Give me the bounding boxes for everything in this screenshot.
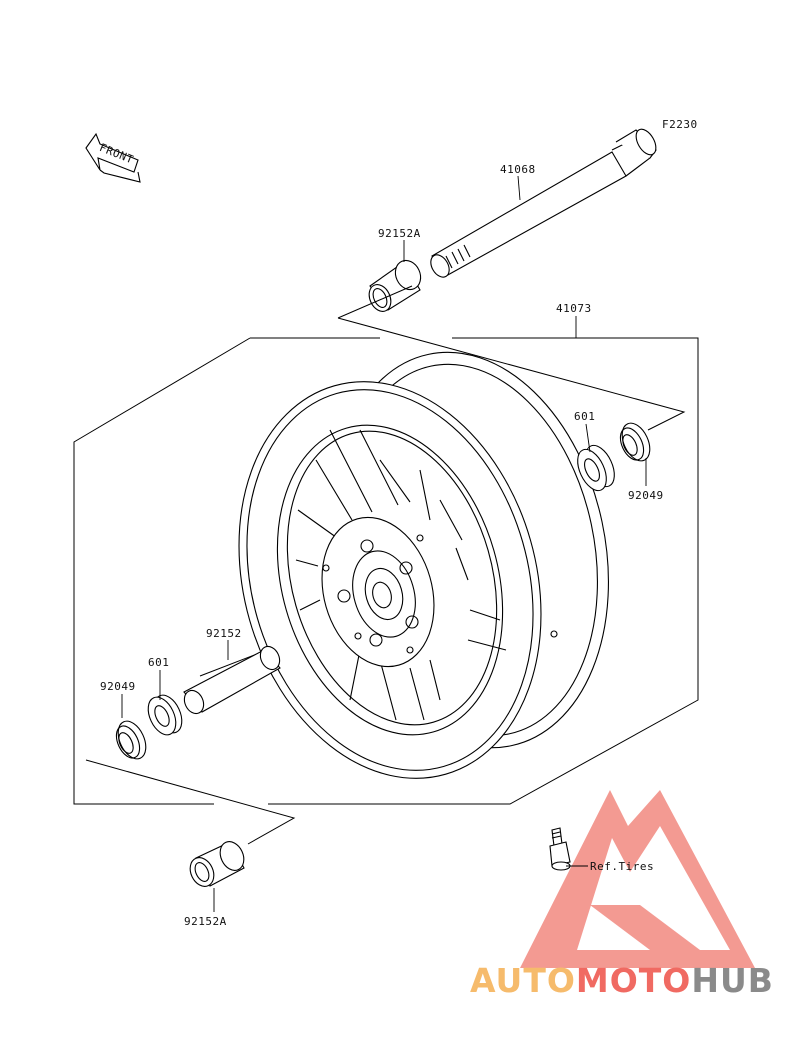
label-601-right: 601 xyxy=(574,410,595,423)
watermark-word-1: AUTO xyxy=(470,961,576,1000)
seal-92049-left xyxy=(115,720,147,760)
leader-lines xyxy=(121,175,647,912)
watermark-logo: AUTOMOTOHUB xyxy=(470,790,774,1000)
label-ref-tires: Ref.Tires xyxy=(590,860,654,873)
collar-92152A-bottom xyxy=(189,841,245,887)
watermark-triangle-outer xyxy=(520,790,755,968)
collar-92152A-top xyxy=(368,259,422,312)
collar-92152-center xyxy=(183,645,281,715)
front-arrow-icon: FRONT xyxy=(85,132,141,183)
figure-code: F2230 xyxy=(662,118,698,131)
label-92152-center: 92152 xyxy=(206,627,242,640)
label-92152A-top: 92152A xyxy=(378,227,421,240)
seal-92049-right xyxy=(619,422,651,462)
label-92049-right: 92049 xyxy=(628,489,664,502)
label-41068: 41068 xyxy=(500,163,536,176)
watermark-word-2: MOTO xyxy=(576,961,691,1000)
label-92049-left: 92049 xyxy=(100,680,136,693)
watermark-text: AUTOMOTOHUB xyxy=(470,961,774,1000)
bearing-601-left xyxy=(147,694,183,736)
label-92152A-bottom: 92152A xyxy=(184,915,227,928)
wheel-41073 xyxy=(238,351,609,779)
front-arrow-label: FRONT xyxy=(98,141,136,166)
valve-stem-icon xyxy=(549,827,571,871)
watermark-chevron xyxy=(590,905,700,950)
label-41073: 41073 xyxy=(556,302,592,315)
axle-41068 xyxy=(430,128,657,278)
part-labels: F2230 41068 92152A 41073 601 92049 92152… xyxy=(100,118,698,928)
bearing-601-right xyxy=(577,444,615,492)
label-601-left: 601 xyxy=(148,656,169,669)
watermark-word-3: HUB xyxy=(691,961,774,1000)
